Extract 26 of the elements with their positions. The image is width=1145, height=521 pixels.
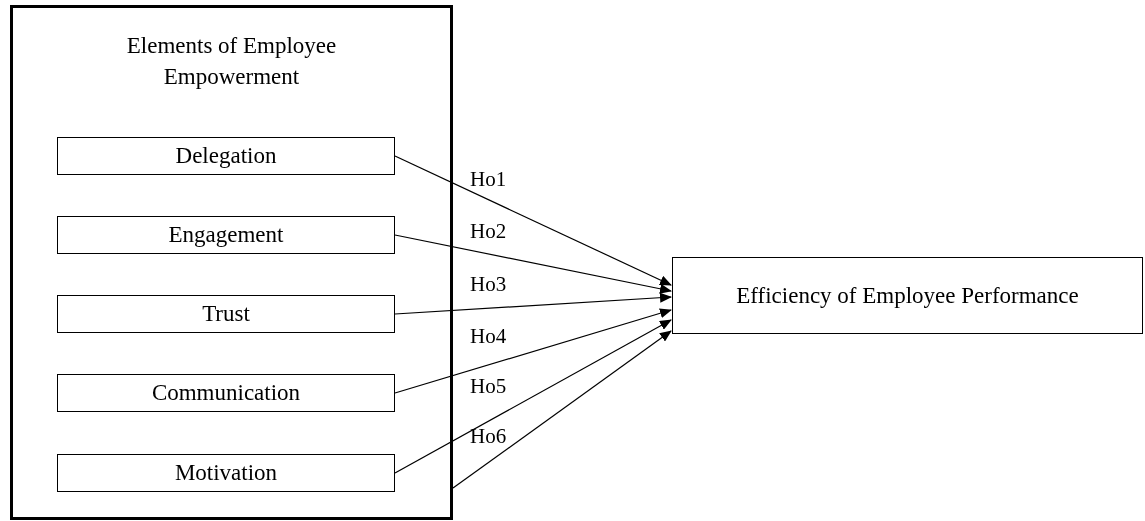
arrow (394, 319, 672, 474)
process-box (57, 216, 395, 254)
arrow (452, 330, 672, 489)
edge-label: Ho4 (470, 324, 507, 349)
process-box (57, 454, 395, 492)
arrow (394, 308, 672, 394)
process-box (57, 295, 395, 333)
process-box (57, 374, 395, 412)
process-box (57, 137, 395, 175)
arrow (394, 234, 672, 294)
node-label: Communication (151, 380, 301, 406)
node-label: Efficiency of Employee Performance (736, 282, 1079, 309)
edge-label: Ho3 (470, 272, 507, 297)
node-label: Engagement (168, 222, 284, 248)
group-box (10, 5, 453, 520)
node-label: Trust (202, 301, 250, 327)
arrow (394, 292, 672, 315)
edge-label: Ho6 (470, 424, 507, 449)
node-label: Delegation (175, 143, 277, 169)
group-heading: Elements of Employee Empowerment (125, 32, 338, 91)
edge-label: Ho2 (470, 219, 507, 244)
node-label: Motivation (174, 460, 278, 486)
edge-label: Ho5 (470, 374, 507, 399)
edge-label: Ho1 (470, 167, 507, 192)
arrow (394, 155, 672, 286)
process-box (672, 257, 1143, 334)
